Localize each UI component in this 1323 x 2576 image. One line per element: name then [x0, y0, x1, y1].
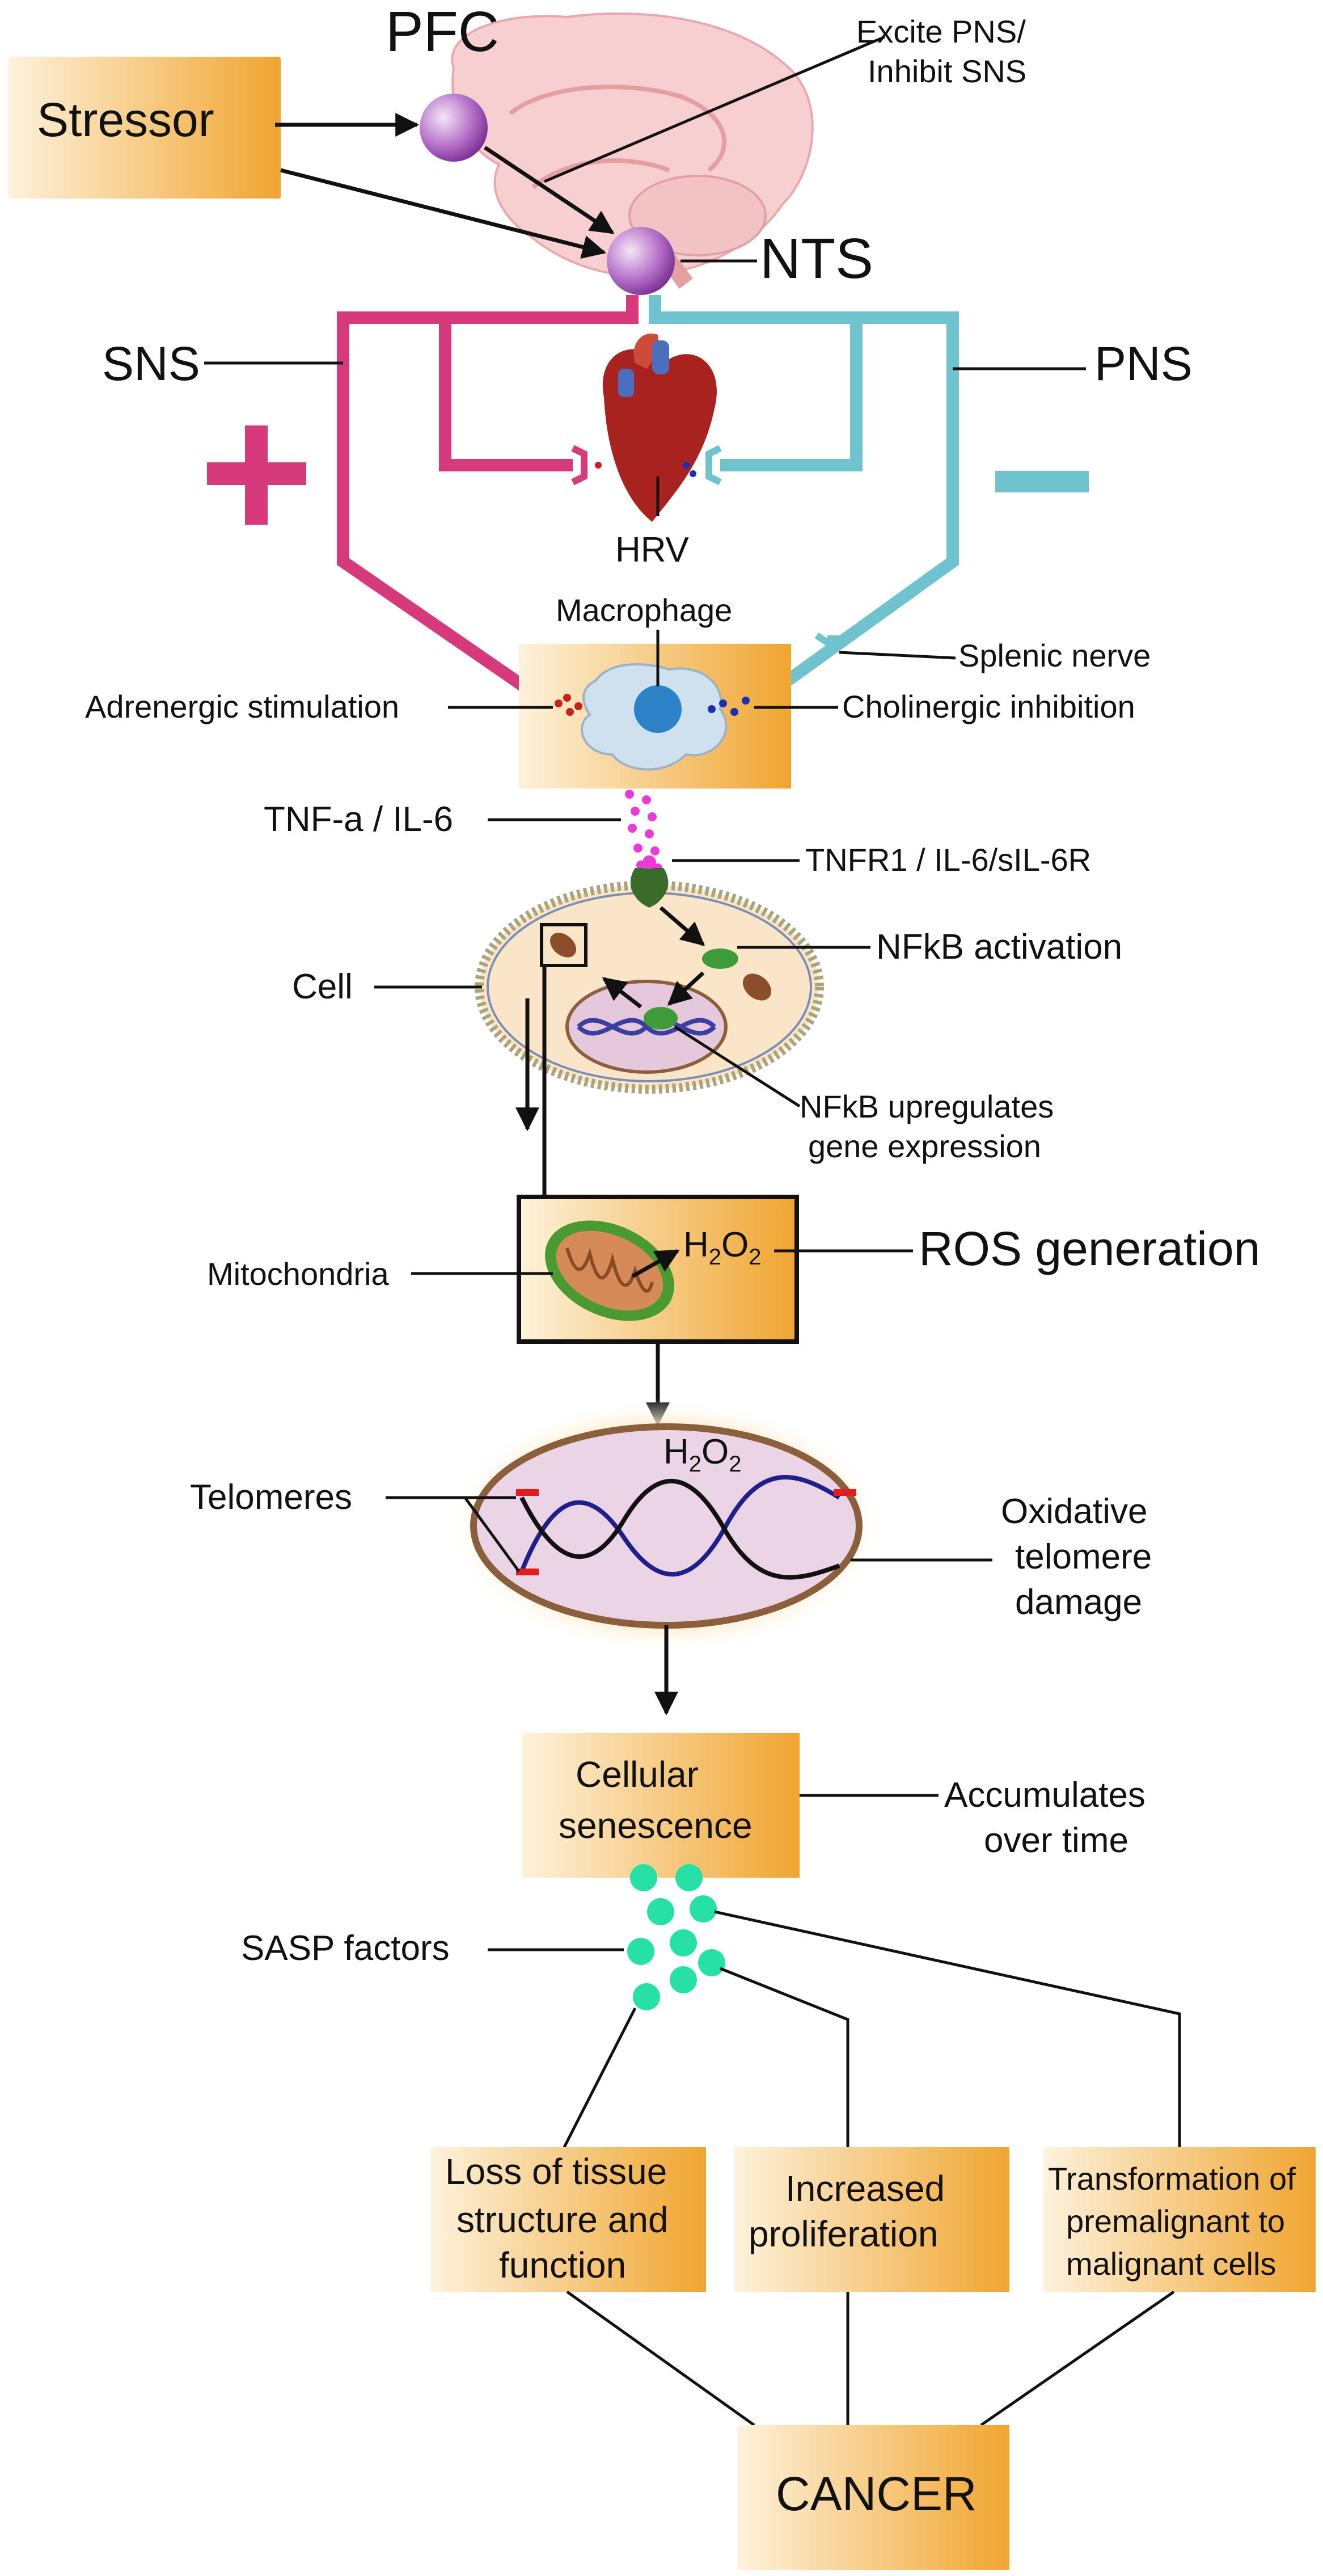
adrenergic-label: Adrenergic stimulation [85, 689, 399, 724]
pfc-label: PFC [386, 0, 499, 64]
receptor-icon [630, 855, 669, 908]
ros-generation-label: ROS generation [919, 1222, 1260, 1275]
transformation-label-1: Transformation of [1048, 2161, 1296, 2196]
hrv-label: HRV [615, 530, 689, 570]
loss-label-1: Loss of tissue [445, 2151, 667, 2192]
proliferation-label-2: proliferation [749, 2214, 938, 2254]
inhibit-sns-label: Inhibit SNS [868, 53, 1026, 89]
loss-box [431, 2147, 706, 2292]
h2o2-nucleus-label: H2O2 [663, 1432, 742, 1477]
dna-helix-icon [516, 1475, 856, 1580]
oxidative-label-2: telomere [1015, 1537, 1152, 1576]
mitochondria-label: Mitochondria [207, 1256, 389, 1292]
cancer-label: CANCER [776, 2467, 977, 2520]
senescence-box [522, 1733, 800, 1878]
tnfr-label: TNFR1 / IL-6/sIL-6R [805, 842, 1091, 878]
h2o2-mito-label: H2O2 [683, 1225, 762, 1270]
tnf-dots [625, 790, 662, 872]
transformation-box [1043, 2147, 1316, 2292]
nfkb-activation-label: NFkB activation [876, 927, 1122, 967]
cholinergic-dots [708, 697, 750, 716]
loss-label-3: function [499, 2245, 626, 2286]
gene-expression-label: gene expression [808, 1128, 1041, 1164]
cell-label: Cell [292, 967, 353, 1006]
senescence-label-2: senescence [559, 1805, 753, 1846]
pns-pathway [649, 295, 959, 706]
adrenergic-dots [555, 694, 582, 716]
pns-label: PNS [1094, 337, 1193, 390]
nts-node [607, 227, 675, 295]
excite-pns-label: Excite PNS/ [856, 14, 1026, 49]
heart-icon [595, 334, 717, 522]
cholinergic-label: Cholinergic inhibition [842, 689, 1135, 724]
stressor-box [9, 57, 281, 199]
sns-pathway [337, 295, 639, 706]
transformation-label-3: malignant cells [1066, 2246, 1276, 2282]
cancer-box [737, 2425, 1009, 2570]
macrophage-label: Macrophage [556, 592, 732, 628]
pfc-node [420, 94, 488, 162]
mitochondrion-icon [545, 1220, 674, 1321]
accumulates-label-2: over time [984, 1821, 1128, 1860]
proliferation-label-1: Increased [785, 2168, 945, 2209]
stressor-label: Stressor [37, 93, 214, 146]
telomeres-label: Telomeres [190, 1478, 352, 1517]
tnf-label: TNF-a / IL-6 [264, 800, 453, 839]
accumulates-label-1: Accumulates [944, 1776, 1146, 1815]
nts-label: NTS [760, 227, 873, 290]
sasp-label: SASP factors [241, 1929, 450, 1968]
proliferation-box [734, 2147, 1009, 2292]
nfkb-upregulates-label: NFkB upregulates [800, 1089, 1054, 1124]
oxidative-label-3: damage [1015, 1583, 1142, 1622]
plus-icon [207, 425, 306, 525]
transformation-label-2: premalignant to [1066, 2203, 1285, 2239]
cell-icon [475, 880, 824, 1094]
sasp-dots [627, 1864, 725, 2010]
splenic-nerve-label: Splenic nerve [958, 638, 1151, 673]
minus-icon [995, 471, 1089, 492]
oxidative-label-1: Oxidative [1001, 1492, 1147, 1531]
sns-label: SNS [102, 337, 200, 390]
macrophage-icon [580, 663, 728, 771]
senescence-label-1: Cellular [576, 1754, 699, 1795]
loss-label-2: structure and [457, 2199, 669, 2240]
